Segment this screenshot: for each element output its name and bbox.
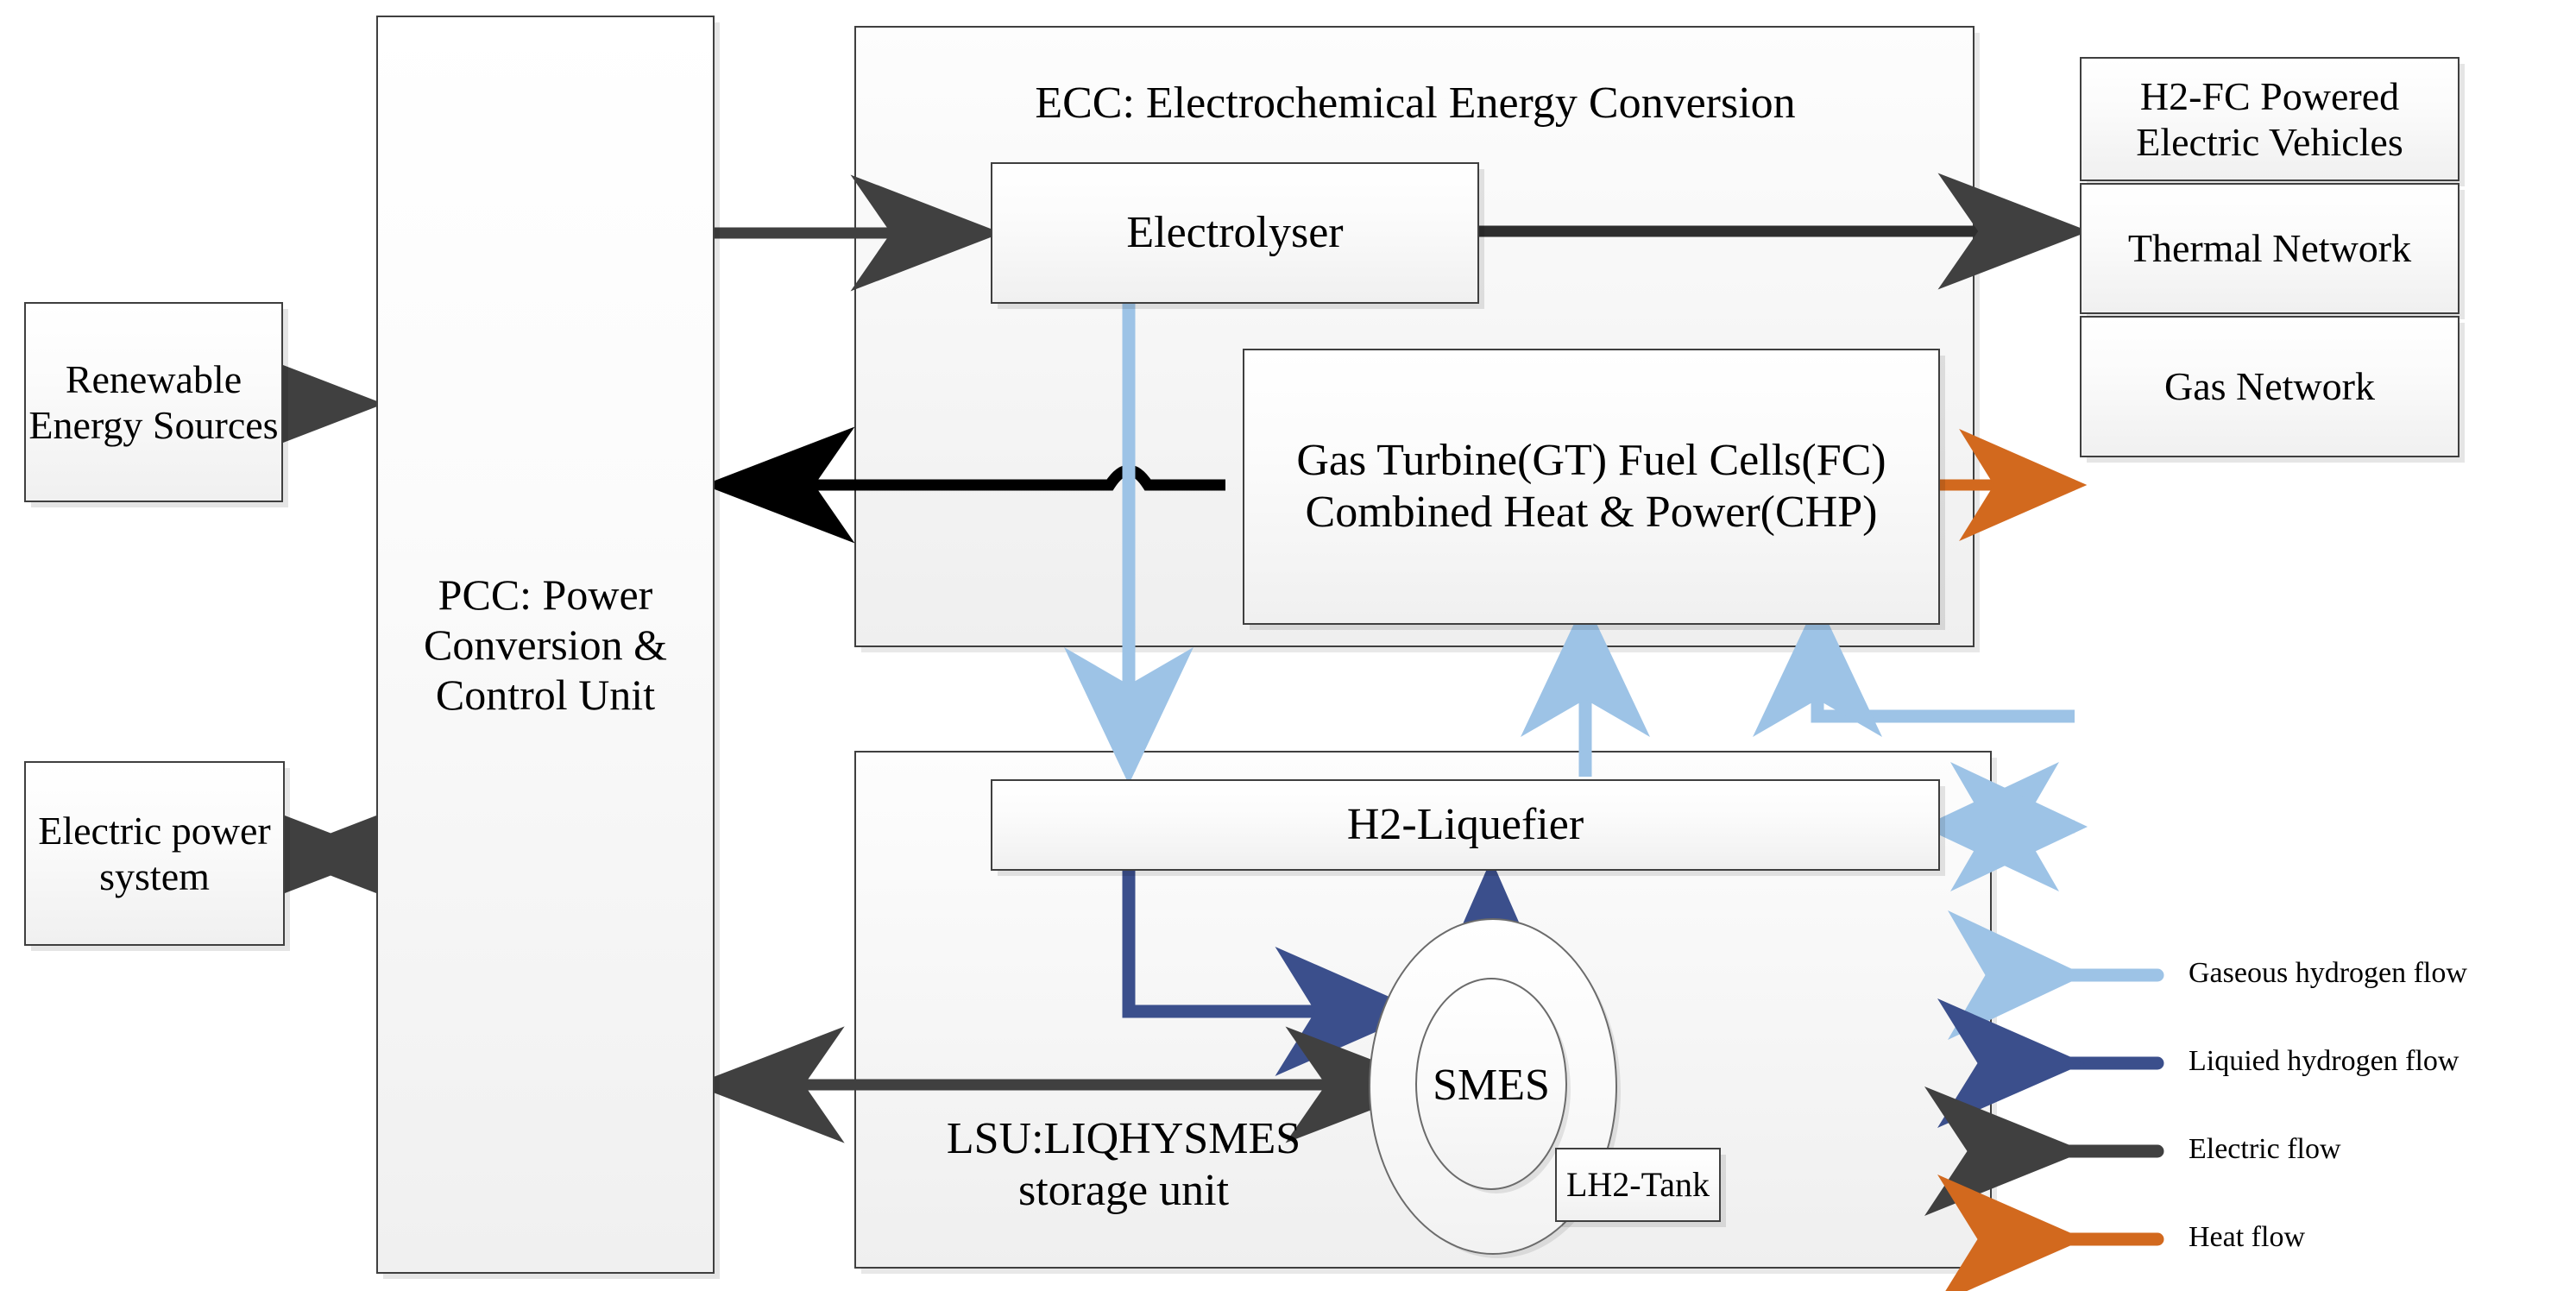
legend-label-liquid: Liquied hydrogen flow [2189,1045,2459,1077]
electrolyser-box[interactable]: Electrolyser [991,162,1479,304]
ecc-title: ECC: Electrochemical Energy Conversion [1035,79,1796,128]
legend-label-heat: Heat flow [2189,1221,2306,1253]
legend-label-electric: Electric flow [2189,1133,2341,1165]
renewable-energy-sources-box[interactable]: Renewable Energy Sources [24,302,283,502]
electric-power-system-box[interactable]: Electric power system [24,761,285,946]
h2fc-vehicles-box[interactable]: H2-FC Powered Electric Vehicles [2080,57,2459,181]
legend-label-gaseous: Gaseous hydrogen flow [2189,957,2467,989]
lh2-tank-box[interactable]: LH2-Tank [1555,1148,1721,1222]
thermal-network-box[interactable]: Thermal Network [2080,183,2459,314]
generation-box[interactable]: Gas Turbine(GT) Fuel Cells(FC) Combined … [1243,349,1940,625]
smes-inner-ring[interactable] [1415,978,1567,1190]
pcc-box[interactable]: PCC: Power Conversion & Control Unit [376,16,715,1274]
gas-network-box[interactable]: Gas Network [2080,316,2459,457]
smes-label: SMES [1433,1061,1550,1110]
h2-liquefier-box[interactable]: H2-Liquefier [991,779,1940,871]
lsu-title: LSU:LIQHYSMES storage unit [946,1114,1301,1216]
